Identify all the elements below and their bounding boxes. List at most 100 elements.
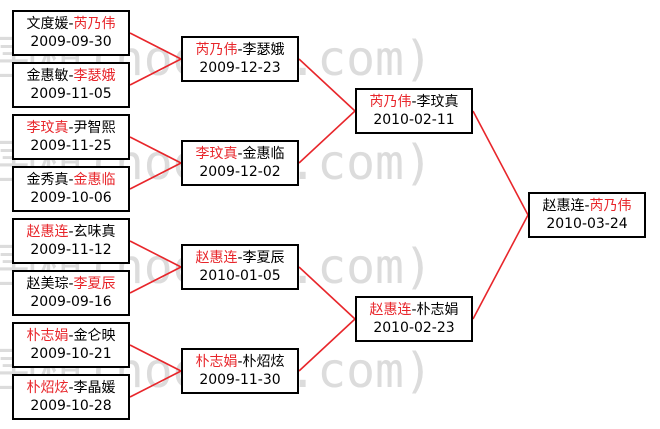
vs-separator: - bbox=[411, 94, 417, 110]
match-box: 李玟真-金惠临 2009-12-02 bbox=[181, 140, 299, 186]
vs-separator: - bbox=[68, 276, 74, 292]
player-name: 芮乃伟 bbox=[589, 198, 632, 214]
match-date: 2009-11-12 bbox=[30, 242, 112, 258]
match-date: 2009-09-30 bbox=[30, 34, 112, 50]
match-players: 朴炤炫-李晶媛 bbox=[26, 379, 115, 397]
match-date: 2009-12-02 bbox=[199, 164, 281, 180]
vs-separator: - bbox=[68, 224, 74, 240]
match-date: 2010-01-05 bbox=[199, 268, 281, 284]
match-players: 芮乃伟-李瑟娥 bbox=[195, 41, 284, 59]
vs-separator: - bbox=[411, 302, 417, 318]
match-date: 2009-10-21 bbox=[30, 346, 112, 362]
bracket-connector-line bbox=[129, 266, 182, 294]
player-name: 赵惠连 bbox=[195, 250, 238, 266]
player-name: 赵惠连 bbox=[542, 198, 585, 214]
bracket-connector-line bbox=[298, 58, 356, 112]
vs-separator: - bbox=[237, 146, 243, 162]
vs-separator: - bbox=[68, 172, 74, 188]
match-players: 赵美琮-李夏辰 bbox=[26, 275, 115, 293]
match-date: 2009-11-25 bbox=[30, 138, 112, 154]
player-name: 朴炤炫 bbox=[242, 354, 285, 370]
player-name: 赵惠连 bbox=[26, 224, 69, 240]
player-name: 赵美琮 bbox=[26, 276, 69, 292]
bracket-connector-line bbox=[129, 370, 182, 398]
player-name: 李瑟娥 bbox=[242, 42, 285, 58]
player-name: 朴志娟 bbox=[195, 354, 238, 370]
player-name: 金仑映 bbox=[73, 328, 116, 344]
player-name: 李夏辰 bbox=[73, 276, 116, 292]
match-date: 2009-09-16 bbox=[30, 294, 112, 310]
bracket-connector-line bbox=[129, 240, 182, 268]
player-name: 金惠敏 bbox=[26, 68, 69, 84]
bracket-connector-line bbox=[129, 32, 182, 60]
match-players: 文度媛-芮乃伟 bbox=[26, 15, 115, 33]
player-name: 朴炤炫 bbox=[26, 380, 69, 396]
vs-separator: - bbox=[68, 328, 74, 344]
vs-separator: - bbox=[68, 16, 74, 32]
bracket-connector-line bbox=[472, 214, 529, 320]
player-name: 尹智熙 bbox=[73, 120, 116, 136]
bracket-connector-line bbox=[129, 162, 182, 190]
bracket-connector-line bbox=[129, 136, 182, 164]
player-name: 赵惠连 bbox=[369, 302, 412, 318]
player-name: 李瑟娥 bbox=[73, 68, 116, 84]
match-date: 2009-10-28 bbox=[30, 398, 112, 414]
match-players: 赵惠连-朴志娟 bbox=[369, 301, 458, 319]
player-name: 朴志娟 bbox=[26, 328, 69, 344]
bracket-connector-line bbox=[298, 266, 356, 320]
match-players: 赵惠连-芮乃伟 bbox=[542, 197, 631, 215]
player-name: 李夏辰 bbox=[242, 250, 285, 266]
player-name: 李玟真 bbox=[416, 94, 459, 110]
player-name: 朴志娟 bbox=[416, 302, 459, 318]
match-players: 朴志娟-金仑映 bbox=[26, 327, 115, 345]
player-name: 李玟真 bbox=[26, 120, 69, 136]
match-players: 李玟真-尹智熙 bbox=[26, 119, 115, 137]
player-name: 金惠临 bbox=[73, 172, 116, 188]
match-date: 2010-02-23 bbox=[373, 320, 455, 336]
bracket-connector-line bbox=[298, 318, 356, 372]
vs-separator: - bbox=[68, 68, 74, 84]
match-date: 2010-02-11 bbox=[373, 112, 455, 128]
match-date: 2009-11-05 bbox=[30, 86, 112, 102]
vs-separator: - bbox=[237, 250, 243, 266]
bracket-connector-line bbox=[472, 110, 529, 216]
match-date: 2009-11-30 bbox=[199, 372, 281, 388]
player-name: 文度媛 bbox=[26, 16, 69, 32]
bracket-connector-line bbox=[298, 110, 356, 164]
match-players: 金惠敏-李瑟娥 bbox=[26, 67, 115, 85]
vs-separator: - bbox=[237, 42, 243, 58]
match-players: 芮乃伟-李玟真 bbox=[369, 93, 458, 111]
vs-separator: - bbox=[68, 120, 74, 136]
bracket-connector-line bbox=[129, 344, 182, 372]
player-name: 芮乃伟 bbox=[195, 42, 238, 58]
player-name: 金秀真 bbox=[26, 172, 69, 188]
match-players: 朴志娟-朴炤炫 bbox=[195, 353, 284, 371]
match-players: 赵惠连-李夏辰 bbox=[195, 249, 284, 267]
player-name: 李玟真 bbox=[195, 146, 238, 162]
vs-separator: - bbox=[68, 380, 74, 396]
match-players: 赵惠连-玄味真 bbox=[26, 223, 115, 241]
player-name: 李晶媛 bbox=[73, 380, 116, 396]
player-name: 芮乃伟 bbox=[73, 16, 116, 32]
match-players: 金秀真-金惠临 bbox=[26, 171, 115, 189]
player-name: 金惠临 bbox=[242, 146, 285, 162]
match-date: 2009-12-23 bbox=[199, 60, 281, 76]
vs-separator: - bbox=[584, 198, 590, 214]
player-name: 玄味真 bbox=[73, 224, 116, 240]
match-date: 2010-03-24 bbox=[546, 216, 628, 232]
vs-separator: - bbox=[237, 354, 243, 370]
